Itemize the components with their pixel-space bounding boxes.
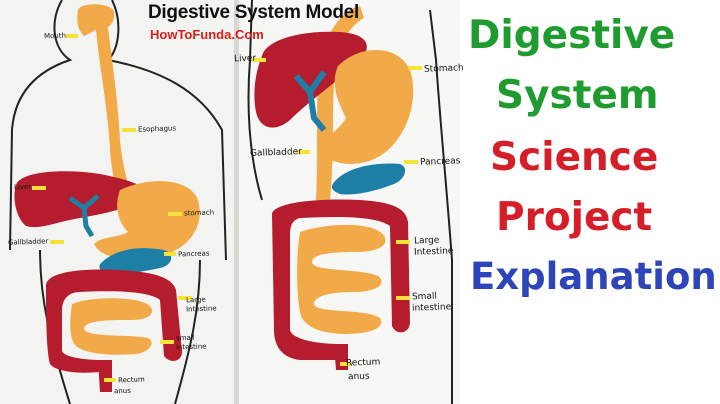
left-label-large-1: Large: [185, 295, 206, 305]
right-label-pancreas: Pancreas: [419, 156, 461, 168]
right-pancreas: [331, 163, 406, 195]
left-label-large-2: Intestine: [185, 304, 217, 314]
left-rectum: [98, 360, 112, 392]
right-label-anus: anus: [347, 371, 370, 383]
left-label-stomach: stomach: [183, 208, 215, 218]
right-body-outline: [247, 0, 453, 404]
left-bile-duct: [68, 194, 100, 238]
left-mouth: [77, 4, 115, 36]
left-label-liver: Liver: [13, 182, 32, 192]
left-liver: [14, 171, 149, 228]
left-label-mouth: Mouth: [43, 31, 67, 41]
left-label-gallbladder: Gallbladder: [7, 237, 49, 247]
right-label-gallbladder: Gallbladder: [249, 147, 303, 159]
headline-line-1: Digestive: [468, 13, 676, 58]
left-large-intestine: [46, 269, 182, 373]
left-label-small-2: intestine: [175, 342, 207, 352]
left-label-small-1: small: [175, 333, 195, 343]
left-label-rectum: Rectum: [117, 375, 145, 385]
right-label-large-2: Intestine: [413, 246, 454, 258]
label-tabs: [32, 34, 422, 382]
left-pancreas: [99, 248, 172, 274]
left-small-intestine: [70, 298, 152, 355]
board-gap: [234, 0, 239, 404]
headline-line-3: Science: [490, 135, 659, 180]
left-body-outline: [9, 0, 227, 404]
headline-line-5: Explanation!: [470, 255, 720, 298]
headline-line-4: Project: [496, 195, 653, 240]
right-label-small-1: Small: [411, 291, 438, 303]
left-label-pancreas: Pancreas: [177, 249, 210, 259]
left-stomach: [94, 181, 200, 260]
left-label-anus: anus: [113, 386, 131, 396]
right-label-rectum: Rectum: [345, 357, 381, 369]
left-label-esophagus: Esophagus: [137, 124, 177, 134]
video-title-overlay: Digestive System Model: [148, 2, 359, 23]
headline-line-2: System: [496, 73, 659, 118]
website-watermark: HowToFunda.Com: [150, 27, 264, 42]
right-liver: [254, 31, 367, 128]
right-small-intestine: [297, 224, 386, 334]
right-label-stomach: Stomach: [423, 63, 464, 75]
right-label-liver: Liver: [233, 53, 257, 65]
right-label-large-1: Large: [413, 235, 440, 247]
left-esophagus: [96, 28, 132, 198]
right-stomach: [320, 49, 414, 164]
right-label-small-2: intestine: [411, 302, 452, 314]
right-large-intestine: [272, 199, 410, 360]
right-bile-duct: [293, 70, 327, 132]
